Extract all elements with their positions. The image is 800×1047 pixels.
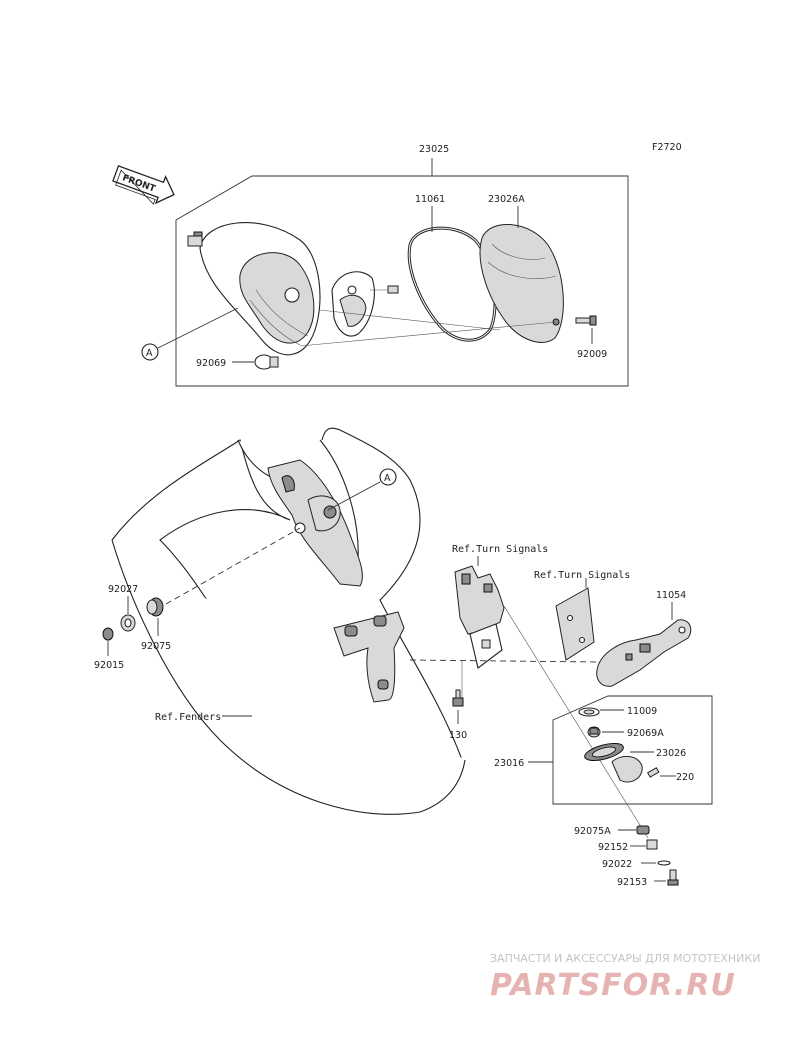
screw-220 xyxy=(646,767,660,778)
license-lamp-frame xyxy=(552,695,713,805)
bulb-92069A xyxy=(587,726,601,738)
washer-11009 xyxy=(578,707,600,717)
callout-11054: 11054 xyxy=(656,590,686,601)
collar-92152 xyxy=(646,839,658,850)
callout-23026: 23026 xyxy=(656,748,686,759)
marker-A-top xyxy=(141,343,159,361)
lens-23026 xyxy=(584,742,643,783)
lamp-gasket xyxy=(407,226,497,342)
callout-A-top: A xyxy=(146,348,153,359)
license-lamp-axis xyxy=(503,605,649,839)
callout-130: 130 xyxy=(449,730,467,741)
lamp-bulb xyxy=(254,354,279,370)
callout-92153: 92153 xyxy=(617,877,647,888)
callout-92009: 92009 xyxy=(577,349,607,360)
dashed-guide-brackets xyxy=(409,659,601,663)
lamp-housing xyxy=(187,222,321,356)
ref-fenders: Ref.Fenders xyxy=(155,712,221,723)
bolt-92153 xyxy=(667,869,679,886)
marker-A-mid xyxy=(379,468,397,486)
callout-23025: 23025 xyxy=(419,144,449,155)
assembly-line-1 xyxy=(299,321,557,347)
assembly-frame xyxy=(175,175,629,387)
dashed-guide-grommet xyxy=(165,527,301,605)
lamp-reflector xyxy=(331,271,399,337)
ref-turn-signals-2: Ref.Turn Signals xyxy=(534,570,630,581)
callout-220: 220 xyxy=(676,772,694,783)
callout-11061: 11061 xyxy=(415,194,445,205)
callout-92069: 92069 xyxy=(196,358,226,369)
lamp-lens xyxy=(479,224,564,343)
callout-92069A: 92069A xyxy=(627,728,664,739)
tail-lamp-assembly-group: 23025 11061 xyxy=(141,144,629,387)
callout-92075: 92075 xyxy=(141,641,171,652)
license-lamp-assembly: 23016 11009 92069A 23026 220 xyxy=(494,605,713,839)
callout-92015: 92015 xyxy=(94,660,124,671)
callout-92152: 92152 xyxy=(598,842,628,853)
assembly-line-2 xyxy=(319,309,501,331)
leader-A-mid xyxy=(327,481,381,511)
callout-23026A: 23026A xyxy=(488,194,525,205)
turn-signal-bracket xyxy=(454,565,505,669)
leader-A-top xyxy=(157,307,239,349)
callout-92022: 92022 xyxy=(602,859,632,870)
callout-A-mid: A xyxy=(384,473,391,484)
figure-code: F2720 xyxy=(652,142,682,153)
callout-92027: 92027 xyxy=(108,584,138,595)
license-plate-bracket xyxy=(555,587,595,661)
grommet-92075 xyxy=(146,597,164,617)
callout-23016: 23016 xyxy=(494,758,524,769)
washer-92022 xyxy=(657,860,671,866)
grommet-92075A xyxy=(636,825,650,835)
bracket-11054 xyxy=(596,619,692,687)
callout-92075A: 92075A xyxy=(574,826,611,837)
front-arrow-icon: FRONT xyxy=(112,165,175,205)
ref-turn-signals-1: Ref.Turn Signals xyxy=(452,544,548,555)
lens-screw xyxy=(575,315,597,326)
collar-92027 xyxy=(120,614,136,632)
watermark-caption: ЗАПЧАСТИ И АКСЕССУАРЫ ДЛЯ МОТОТЕХНИКИ xyxy=(490,952,760,965)
rear-fender xyxy=(111,427,466,815)
watermark-brand: PARTSFOR.RU xyxy=(490,968,736,1003)
bolt-130 xyxy=(452,689,464,707)
nut-92015 xyxy=(102,627,114,641)
callout-11009: 11009 xyxy=(627,706,657,717)
